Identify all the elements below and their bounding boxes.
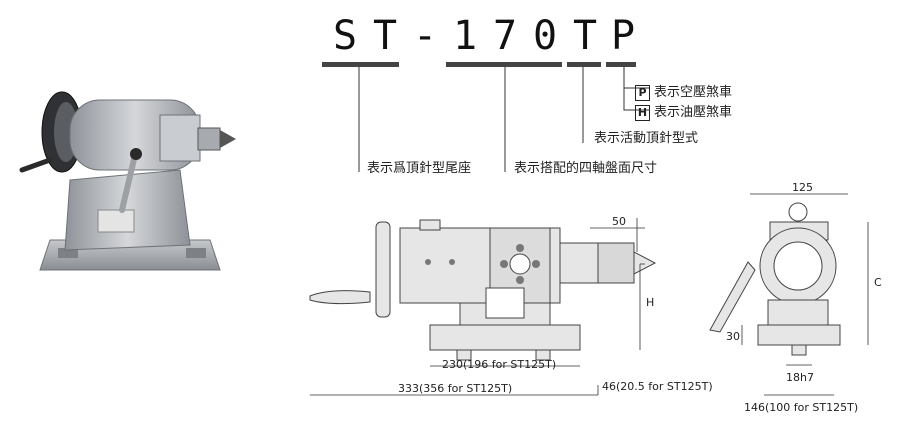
legend-size: 表示搭配的四軸盤面尺寸 [514, 161, 658, 176]
underline-t [567, 62, 601, 67]
legend-p-badge: P [635, 84, 650, 101]
dim-50: 50 [612, 215, 626, 228]
model-letter: T [373, 13, 398, 59]
product-photo [19, 91, 236, 271]
underline-p [606, 62, 636, 67]
legend-p-text: 表示空壓煞車 [654, 85, 733, 100]
model-letter: - [413, 13, 438, 59]
side-view-drawing [309, 218, 657, 396]
model-letter: S [333, 13, 358, 59]
front-view-drawing [709, 193, 869, 396]
legend-p: P 表示空壓煞車 [635, 81, 732, 101]
underline-size [446, 62, 562, 67]
dim-146: 146(100 for ST125T) [744, 401, 859, 414]
model-letter: 0 [533, 13, 558, 59]
dim-333: 333(356 for ST125T) [398, 382, 513, 395]
dim-125: 125 [792, 181, 813, 194]
dim-30: 30 [726, 330, 740, 343]
model-letter: P [611, 13, 636, 59]
legend-tp: 表示活動頂針型式 [594, 131, 699, 146]
dim-h: H [646, 296, 655, 309]
model-letter: 1 [453, 13, 478, 59]
model-letter: T [573, 13, 598, 59]
legend-h-text: 表示油壓煞車 [654, 105, 733, 120]
dim-18h7: 18h7 [786, 371, 814, 384]
model-letter: 7 [493, 13, 518, 59]
dim-230: 230(196 for ST125T) [442, 358, 557, 371]
dim-c: C [874, 276, 882, 289]
legend-h: H 表示油壓煞車 [635, 101, 732, 121]
underline-st [322, 62, 399, 67]
dim-46: 46(20.5 for ST125T) [602, 380, 713, 393]
legend-h-badge: H [635, 104, 650, 121]
legend-st: 表示爲頂針型尾座 [367, 161, 472, 176]
